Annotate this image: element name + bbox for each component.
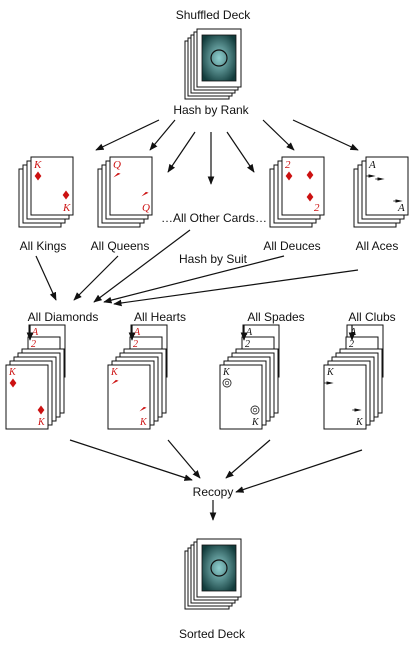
all-hearts-label: All Hearts bbox=[133, 310, 187, 324]
arrow-clubs-to-recopy bbox=[235, 449, 363, 493]
queens-stack: QQ bbox=[97, 156, 153, 228]
diamonds-stack-king-face bbox=[5, 364, 49, 430]
clubs-stack-king-pip-bottom-club-icon bbox=[354, 408, 362, 412]
arrow-rank-to-others-left bbox=[167, 131, 196, 173]
deuces-stack: 22 bbox=[269, 156, 325, 228]
kings-stack-front-pip-top-diamond-icon bbox=[34, 171, 42, 181]
all-other-cards-label: …All Other Cards… bbox=[160, 211, 268, 225]
aces-stack-front-pip-top-club-icon bbox=[368, 174, 376, 178]
hearts-stack-ace-rank-top: A bbox=[133, 327, 141, 338]
spades-stack-king-face bbox=[219, 364, 263, 430]
shuffled-deck bbox=[184, 28, 242, 100]
kings-stack-front-rank-bottom: K bbox=[62, 202, 71, 214]
all-aces-label: All Aces bbox=[355, 239, 399, 253]
aces-stack-front-face bbox=[365, 156, 409, 216]
all-deuces-label: All Deuces bbox=[263, 239, 321, 253]
hearts-stack-king-rank-bottom: K bbox=[139, 417, 148, 428]
all-clubs-label: All Clubs bbox=[348, 310, 396, 324]
clubs-stack: AA22KK bbox=[323, 324, 384, 430]
hearts-stack-king-pip-top-heart-icon bbox=[111, 379, 119, 385]
diamonds-stack-ace-rank-top: A bbox=[31, 327, 39, 338]
queens-stack-front-pip-top-heart-icon bbox=[113, 172, 121, 178]
all-kings-label: All Kings bbox=[19, 239, 67, 253]
shuffled-deck-back-art bbox=[201, 34, 237, 82]
deuces-stack-front-pip-0-diamond-icon bbox=[306, 170, 314, 180]
kings-stack-front-rank-top: K bbox=[33, 159, 42, 171]
arrow-others-to-diamonds bbox=[93, 229, 191, 303]
hearts-stack-king-face bbox=[107, 364, 151, 430]
kings-stack-front-pip-bottom-diamond-icon bbox=[62, 190, 70, 200]
arrow-deuces-to-diamonds bbox=[103, 255, 285, 304]
clubs-stack-king-face bbox=[323, 364, 367, 430]
spades-stack-king-pip-top-spade-icon-inner bbox=[224, 380, 230, 386]
shuffled-deck-label: Shuffled Deck bbox=[175, 8, 251, 22]
arrow-kings-to-diamonds bbox=[35, 255, 57, 301]
clubs-stack-ace-rank-top: A bbox=[349, 327, 357, 338]
arrow-aces-to-diamonds bbox=[113, 269, 359, 307]
hash-by-suit-label: Hash by Suit bbox=[178, 252, 248, 266]
diamonds-stack: AA22KK bbox=[5, 324, 66, 430]
kings-stack-front-face bbox=[30, 156, 74, 216]
spades-stack-king-pip-bottom-spade-icon-inner bbox=[252, 407, 258, 413]
hearts-stack-deuce-rank-top: 2 bbox=[133, 339, 138, 350]
arrow-hearts-to-recopy bbox=[167, 439, 201, 479]
spades-stack-deuce-rank-top: 2 bbox=[245, 339, 250, 350]
arrow-queens-to-diamonds bbox=[73, 255, 119, 301]
all-diamonds-label: All Diamonds bbox=[27, 310, 99, 324]
arrow-rank-to-kings bbox=[95, 119, 160, 151]
diamonds-stack-king-pip-bottom-diamond-icon bbox=[37, 405, 45, 415]
all-spades-label: All Spades bbox=[247, 310, 305, 324]
deuces-stack-front-rank-top: 2 bbox=[285, 159, 291, 171]
deuces-stack-front-face bbox=[281, 156, 325, 216]
aces-stack-front-rank-bottom: A bbox=[397, 202, 405, 214]
spades-stack-king-rank-bottom: K bbox=[251, 417, 260, 428]
spades-stack-ace-rank-top: A bbox=[245, 327, 253, 338]
deuces-stack-front-pip-top-diamond-icon bbox=[285, 171, 293, 181]
aces-stack-front-pip-1-club-icon bbox=[395, 199, 403, 203]
diamonds-stack-king-rank-bottom: K bbox=[37, 417, 46, 428]
recopy-label: Recopy bbox=[192, 485, 234, 499]
aces-stack-front-rank-top: A bbox=[368, 159, 376, 171]
arrow-rank-to-deuces bbox=[262, 119, 295, 151]
queens-stack-front-pip-bottom-heart-icon bbox=[141, 191, 149, 197]
arrow-spades-to-recopy bbox=[225, 439, 271, 479]
deuces-stack-front-pip-1-diamond-icon bbox=[306, 192, 314, 202]
arrow-diamonds-to-recopy bbox=[69, 439, 193, 481]
arrow-rank-to-others-right bbox=[226, 131, 255, 173]
spades-stack-king-rank-top: K bbox=[222, 367, 231, 378]
clubs-stack-king-pip-top-club-icon bbox=[326, 381, 334, 385]
sorted-deck bbox=[184, 538, 242, 610]
hash-by-rank-label: Hash by Rank bbox=[173, 103, 249, 117]
hearts-stack-king-pip-bottom-heart-icon bbox=[139, 406, 147, 412]
diamonds-stack-deuce-rank-top: 2 bbox=[31, 339, 36, 350]
arrow-rank-to-queens bbox=[149, 119, 176, 151]
hearts-stack-king-rank-top: K bbox=[110, 367, 119, 378]
diamonds-stack-king-rank-top: K bbox=[8, 367, 17, 378]
queens-stack-front-rank-top: Q bbox=[113, 159, 121, 171]
hearts-stack: AA22KK bbox=[107, 324, 168, 430]
aces-stack: AA bbox=[353, 156, 409, 228]
aces-stack-front-pip-0-club-icon bbox=[377, 177, 385, 181]
clubs-stack-deuce-rank-top: 2 bbox=[349, 339, 354, 350]
arrow-rank-to-aces bbox=[292, 119, 359, 151]
kings-stack: KK bbox=[18, 156, 74, 228]
spades-stack: AA22KK bbox=[219, 324, 280, 430]
shuffled-deck-emblem bbox=[210, 49, 228, 67]
clubs-stack-king-rank-bottom: K bbox=[355, 417, 364, 428]
clubs-stack-king-rank-top: K bbox=[326, 367, 335, 378]
deuces-stack-front-rank-bottom: 2 bbox=[314, 202, 320, 214]
diamonds-stack-king-pip-top-diamond-icon bbox=[9, 378, 17, 388]
sorted-deck-emblem bbox=[210, 559, 228, 577]
all-queens-label: All Queens bbox=[90, 239, 150, 253]
spades-stack-king-pip-top-spade-icon bbox=[222, 378, 232, 388]
sorted-deck-back-art bbox=[201, 544, 237, 592]
queens-stack-front-rank-bottom: Q bbox=[142, 202, 150, 214]
spades-stack-king-pip-bottom-spade-icon bbox=[250, 405, 260, 415]
queens-stack-front-face bbox=[109, 156, 153, 216]
sorted-deck-label: Sorted Deck bbox=[178, 627, 246, 641]
